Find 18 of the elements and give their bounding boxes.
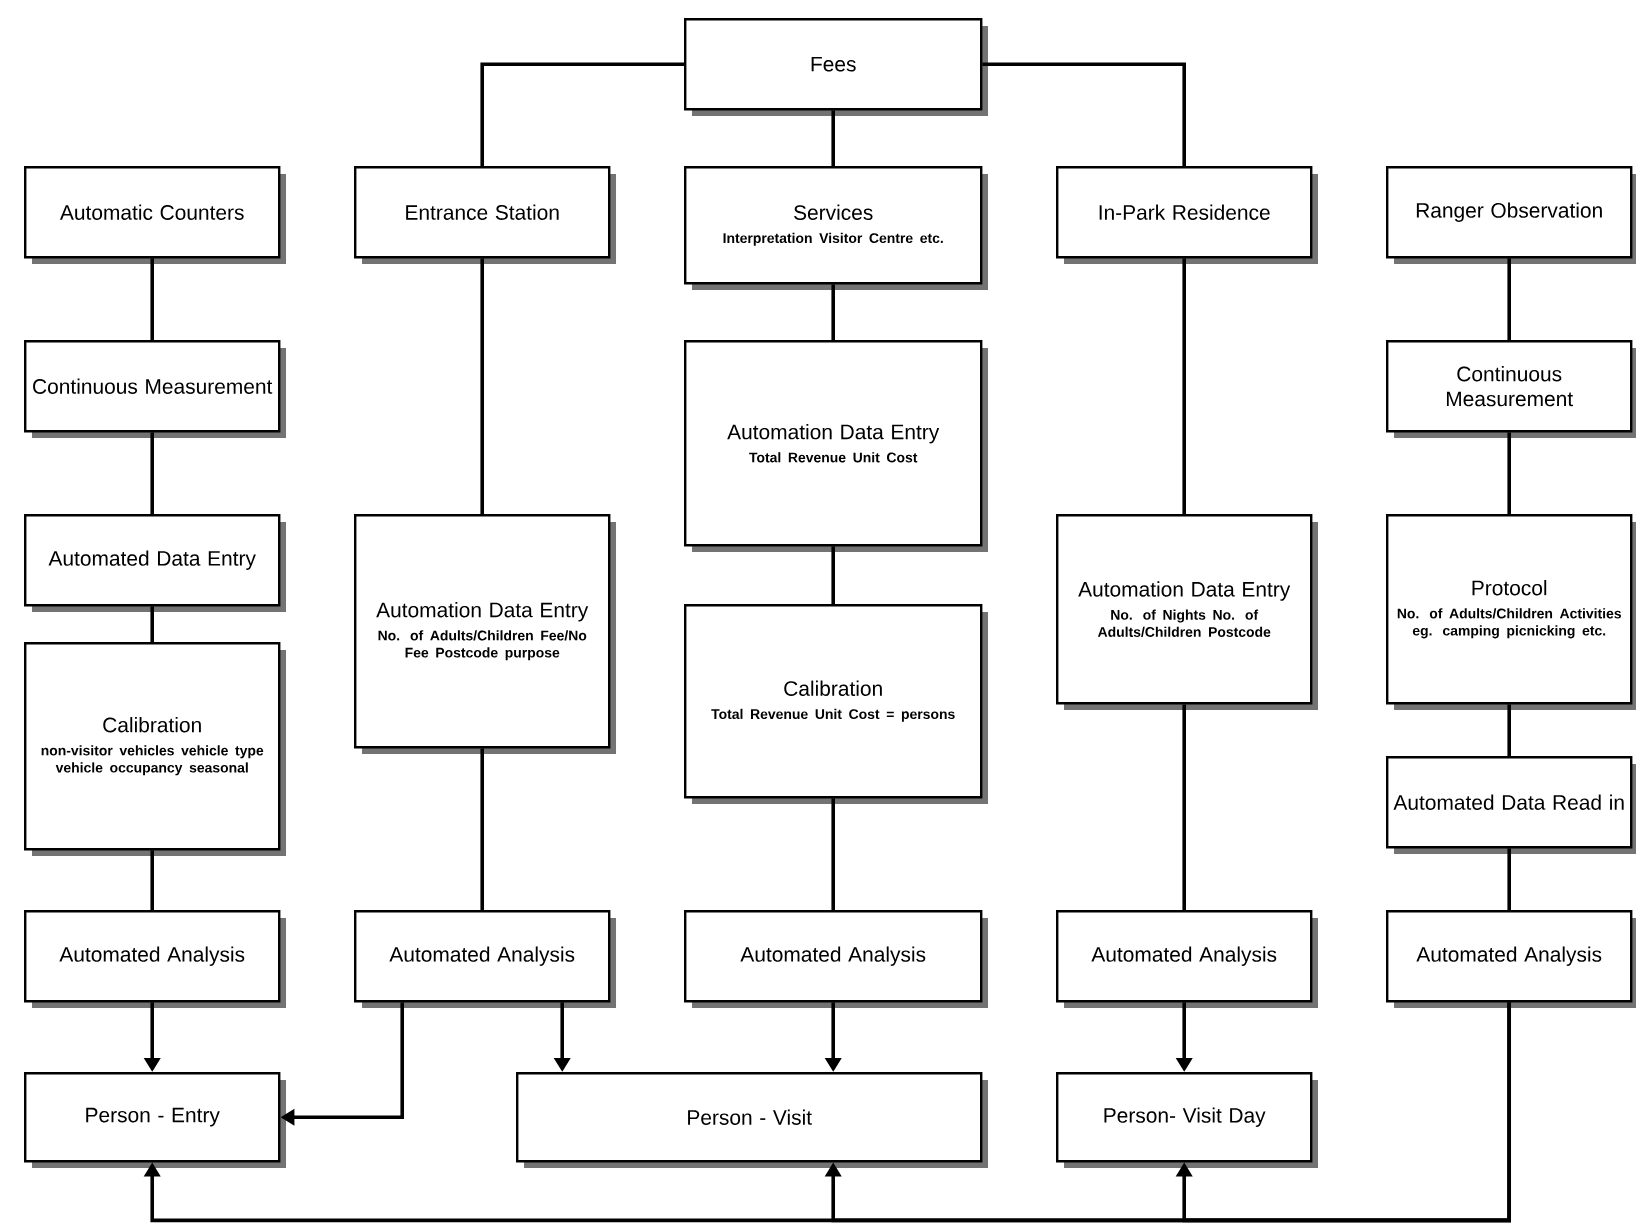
arrow	[1175, 1002, 1511, 1223]
process-box: In-Park Residence	[1056, 166, 1318, 264]
process-box: Person- Visit Day	[1056, 1072, 1318, 1168]
process-box: Automated Analysis	[1386, 910, 1636, 1008]
process-box: Continuous Measurement	[24, 340, 286, 438]
process-box: Person - Entry	[24, 1072, 286, 1168]
process-box: Fees	[684, 18, 988, 116]
process-box: Automated Data Read in	[1386, 756, 1636, 854]
process-box: Automated Analysis	[684, 910, 988, 1008]
process-box: Automated Analysis	[1056, 910, 1318, 1008]
process-box: Entrance Station	[354, 166, 616, 264]
process-box: Automated Data Entry	[24, 514, 286, 612]
process-box: Automatic Counters	[24, 166, 286, 264]
process-box: Automated Analysis	[24, 910, 286, 1008]
process-box: Ranger Observation	[1386, 166, 1636, 264]
process-box: Automated Analysis	[354, 910, 616, 1008]
process-box: Person - Visit	[516, 1072, 988, 1168]
process-box: Continuous Measurement	[1386, 340, 1636, 438]
